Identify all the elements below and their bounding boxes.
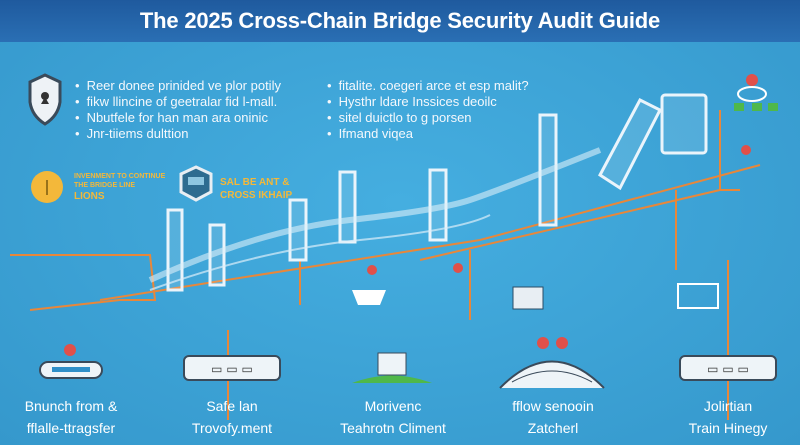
svg-text:▭ ▭ ▭: ▭ ▭ ▭ <box>211 362 253 376</box>
left-bullet-list: Reer donee prinided ve plor potily fikw … <box>75 78 281 142</box>
coin-callout: INVENMENT TO CONTINUE THE BRIDGE LINE LI… <box>74 173 166 202</box>
signpost-icon <box>352 352 432 383</box>
network-icon <box>734 86 778 111</box>
vault-icon <box>512 286 544 310</box>
monitor-icon <box>677 283 719 309</box>
bridge-deck <box>148 147 602 283</box>
chain-link-icon-2: ▭ ▭ ▭ <box>679 355 777 381</box>
chain-link-icon: ▭ ▭ ▭ <box>183 355 281 381</box>
bottom-caption-1: Bnunch from &fflalle-ttragsfer <box>24 398 118 436</box>
location-pin-icons <box>64 74 758 356</box>
page-title: The 2025 Cross-Chain Bridge Security Aud… <box>139 8 661 33</box>
list-item: Ifmand viqea <box>327 126 529 142</box>
list-item: fitalite. coegeri arce et esp malit? <box>327 78 529 94</box>
list-item: Nbutfele for han man ara oninic <box>75 110 281 126</box>
list-item: Jnr-tiiems dulttion <box>75 126 281 142</box>
bone-bridge-icon <box>39 361 103 379</box>
list-item: Reer donee prinided ve plor potily <box>75 78 281 94</box>
list-item: sitel duictlo to g porsen <box>327 110 529 126</box>
shield-icon <box>28 73 62 126</box>
hexagon-chain-icon <box>179 165 213 202</box>
right-bullet-list: fitalite. coegeri arce et esp malit? Hys… <box>327 78 529 142</box>
cross-chain-callout: SAL BE ANT & CROSS IKHAIP <box>220 177 293 201</box>
svg-text:▭ ▭ ▭: ▭ ▭ ▭ <box>707 362 749 376</box>
coin-icon <box>31 171 63 203</box>
list-item: fikw llincine of geetralar fid l-mall. <box>75 94 281 110</box>
book-icon <box>352 290 386 305</box>
title-bar: The 2025 Cross-Chain Bridge Security Aud… <box>0 0 800 42</box>
list-item: Hysthr ldare Inssices deoilc <box>327 94 529 110</box>
arch-bridge-icon <box>499 360 605 389</box>
